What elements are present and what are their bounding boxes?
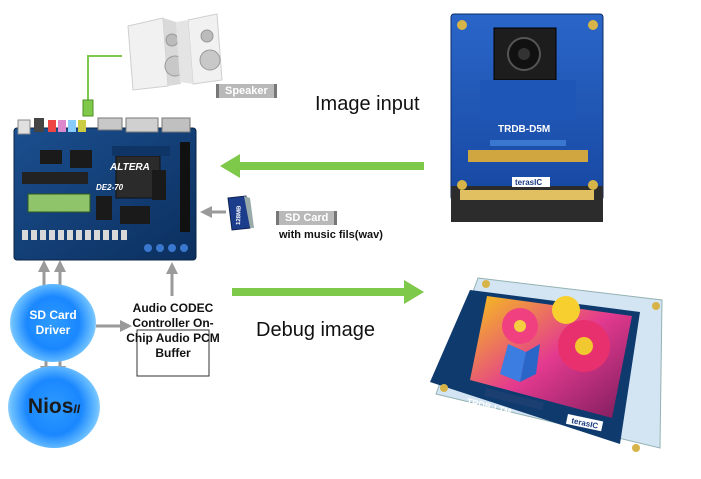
speaker-cable [87,55,122,104]
speaker-label-text: Speaker [225,85,268,97]
nios-suffix-text: II [73,402,81,416]
codec-line2: Controller [132,316,190,330]
pcm-buffer-box [136,329,210,377]
debug-image-arrow [232,280,424,304]
debug-image-label: Debug image [256,319,375,341]
camera-brand-badge [512,177,550,187]
sd-capacity-text: 128MB [236,205,243,225]
camera-module [450,13,604,222]
codec-line5: PCM Buffer [155,331,220,360]
board-model-text: DE2-70 [96,183,124,192]
sd-driver-line1: SD Card [29,308,77,322]
sd-driver-line2: Driver [35,323,71,337]
speaker-label: Speaker [216,84,277,98]
music-files-label: with music fils(wav) [279,229,383,241]
codec-line4: Audio [155,331,190,345]
camera-brand-text: terasIC [515,178,542,187]
de2-70-board [13,117,197,261]
audio-jack [82,99,94,117]
lcd-module [430,277,663,452]
sd-card-label: SD Card [276,211,338,225]
nios-text: Nios [27,395,74,418]
camera-model-text: TRDB-D5M [498,124,550,135]
audio-codec-node: Audio CODEC Controller On-Chip Audio PCM… [126,301,220,361]
lcd-brand-badge [565,413,604,432]
board-brand-text: ALTERA [109,162,150,173]
image-input-label: Image input [315,93,420,115]
sd-card-illustration [227,195,254,231]
nios-ii-node: NiosII [8,366,100,448]
image-input-arrow [220,154,424,178]
codec-line3: On-Chip [126,316,214,345]
speaker-illustration [127,13,223,91]
sd-card-driver-node: SD Card Driver [10,284,96,362]
codec-line1: Audio CODEC [132,301,214,315]
sd-card-label-text: SD Card [285,212,329,224]
